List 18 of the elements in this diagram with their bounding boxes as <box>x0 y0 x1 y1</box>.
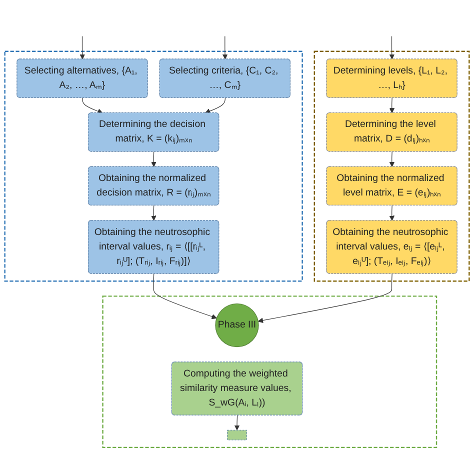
arrow <box>389 36 395 60</box>
arrow <box>204 98 226 114</box>
arrow <box>151 205 156 221</box>
node-circle: Phase III <box>215 303 259 348</box>
arrow <box>389 151 395 168</box>
arrow <box>234 415 240 430</box>
arrow <box>82 98 103 114</box>
arrow <box>80 36 85 60</box>
arrow <box>222 36 228 60</box>
cluster <box>102 296 438 448</box>
arrow <box>258 274 392 324</box>
arrow <box>389 205 395 221</box>
cluster <box>314 50 470 282</box>
arrow <box>151 151 156 168</box>
node-box <box>227 430 247 440</box>
arrow <box>389 98 395 114</box>
cluster <box>4 50 303 282</box>
arrow <box>153 274 217 320</box>
